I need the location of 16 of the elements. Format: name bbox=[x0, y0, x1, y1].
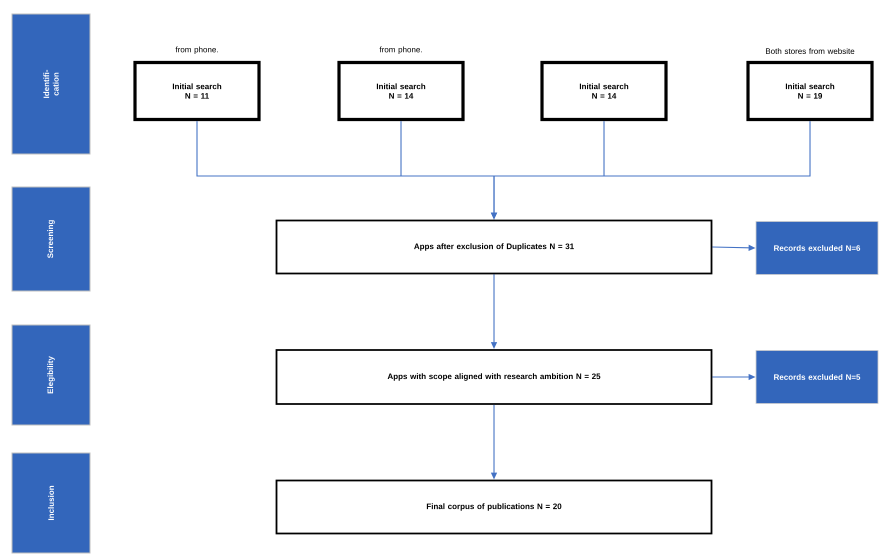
node-label: Inclusion bbox=[48, 486, 54, 520]
search-box: Initial search N = 14 bbox=[540, 60, 668, 122]
node-label: Elegibility bbox=[47, 356, 55, 394]
process-box: Apps with scope aligned with research ambition N = 25 bbox=[276, 349, 712, 405]
excluded-box: Records excluded N=5 bbox=[756, 350, 878, 404]
search-box: Initial search N = 19 bbox=[746, 60, 874, 122]
node-label: Screening bbox=[47, 220, 55, 258]
source-heading: from phone. bbox=[176, 46, 218, 54]
search-box: Initial search N = 11 bbox=[133, 60, 261, 122]
node-label: Identifi-cation bbox=[43, 70, 59, 98]
search-box: Initial search N = 14 bbox=[337, 60, 465, 122]
source-heading: Both stores from website bbox=[766, 48, 854, 54]
process-box: Final corpus of publications N = 20 bbox=[276, 480, 712, 534]
process-box: Apps after exclusion of Duplicates N = 31 bbox=[276, 220, 712, 274]
source-heading: from phone. bbox=[380, 46, 422, 54]
excluded-box: Records excluded N=6 bbox=[756, 221, 878, 275]
